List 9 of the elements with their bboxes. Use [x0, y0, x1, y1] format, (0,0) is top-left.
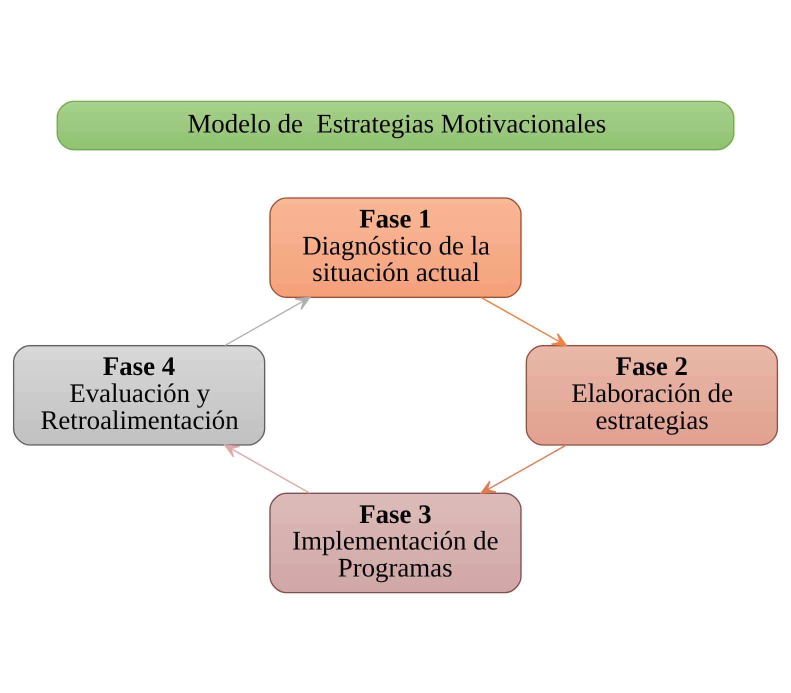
node-box: Fase 1 Diagnóstico de la situación actual: [269, 196, 522, 298]
node-box: Modelo de Estrategias Motivacionales: [56, 100, 734, 150]
node-box: Fase 2 Elaboración de estrategias: [526, 344, 778, 446]
arrow: [224, 444, 310, 494]
node-box: Fase 4 Evaluación y Retroalimentación: [12, 344, 266, 446]
arrow: [480, 444, 566, 494]
node-box: Fase 3 Implementación de Programas: [269, 492, 522, 593]
arrow: [224, 296, 310, 346]
arrow: [480, 296, 567, 346]
